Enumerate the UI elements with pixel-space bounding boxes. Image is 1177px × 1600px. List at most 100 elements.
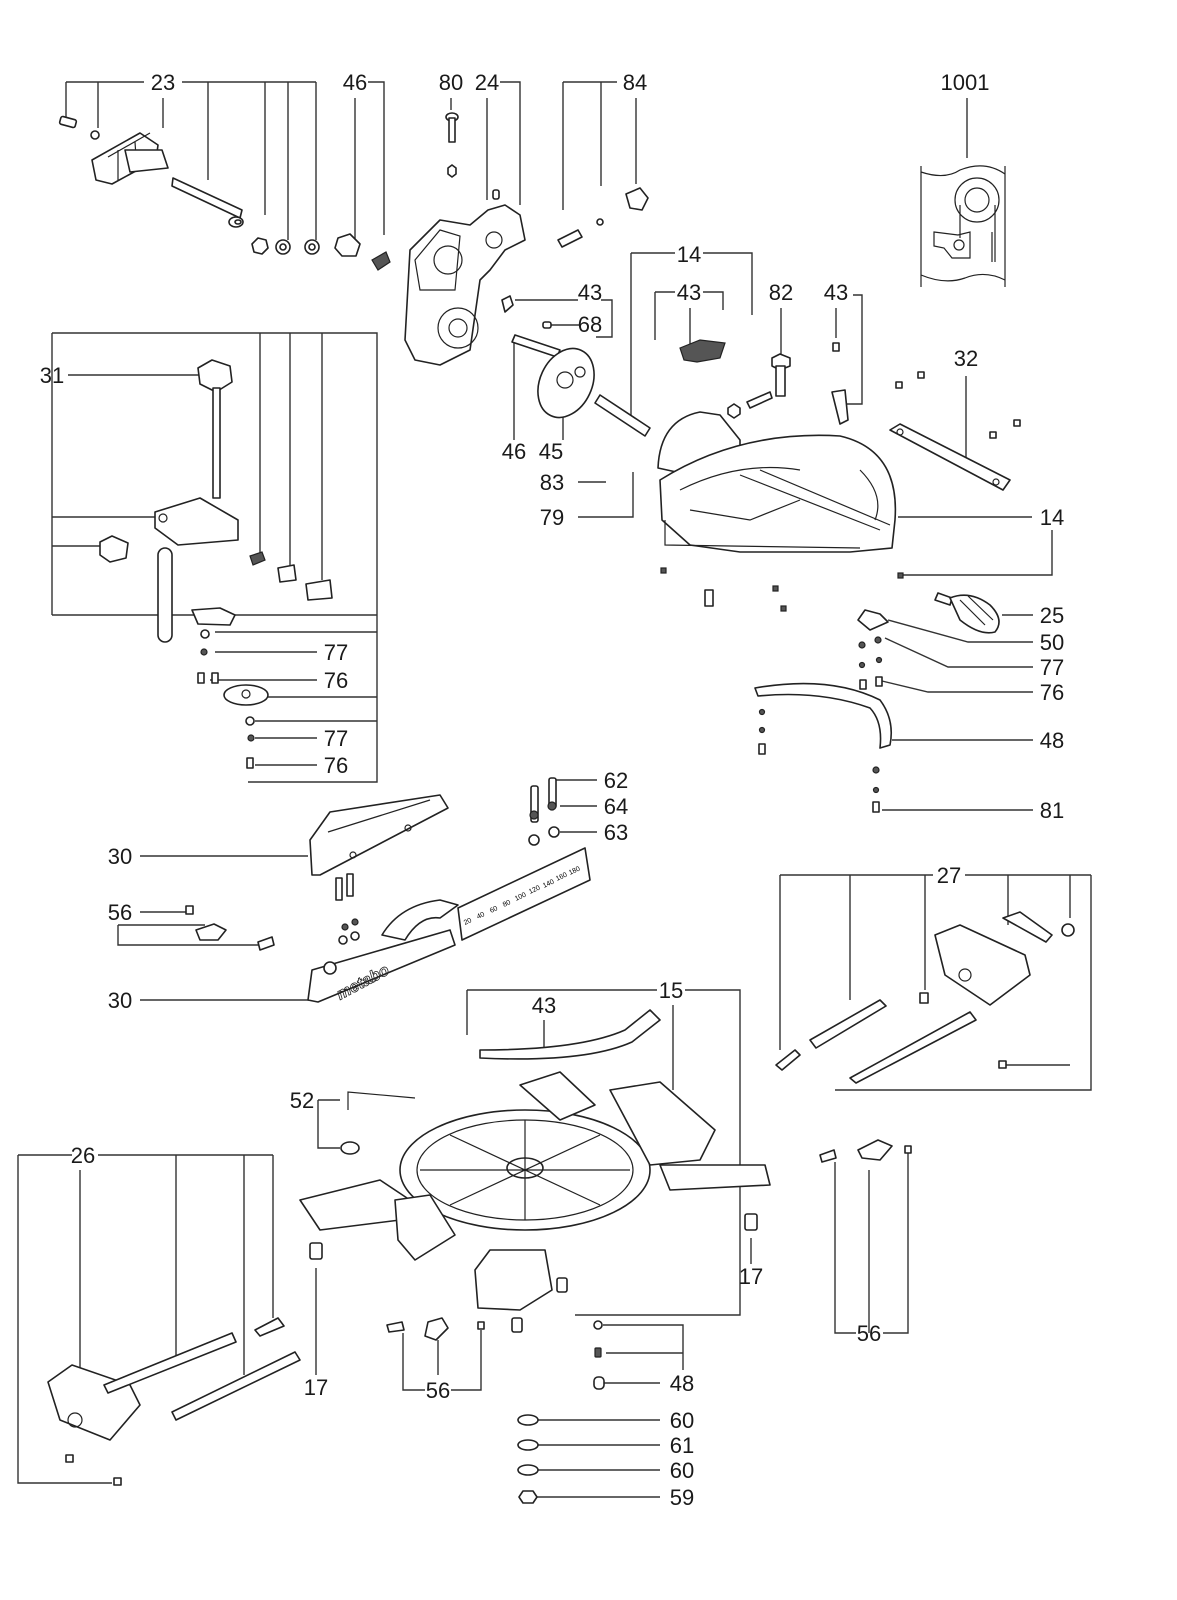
- handle-assembly-part: [58, 115, 320, 255]
- callout-76: 76: [324, 668, 348, 693]
- washer-part: [517, 1464, 539, 1476]
- callout-56: 56: [857, 1321, 881, 1346]
- screw-part: [477, 1321, 485, 1330]
- knob-part: [334, 233, 361, 257]
- callout-68: 68: [578, 312, 602, 337]
- callout-32: 32: [954, 346, 978, 371]
- clip-part: [501, 295, 514, 313]
- callout-48: 48: [1040, 728, 1064, 753]
- base-turntable-part: [299, 1071, 771, 1311]
- stop-plate-part: [857, 609, 889, 631]
- fence-screws-part: [528, 777, 560, 846]
- latch-part: [831, 342, 849, 425]
- callout-80: 80: [439, 70, 463, 95]
- scale-number: 160: [555, 871, 569, 882]
- scale-number: 20: [463, 917, 473, 927]
- callout-50: 50: [1040, 630, 1064, 655]
- callout-45: 45: [539, 439, 563, 464]
- callout-76: 76: [1040, 680, 1064, 705]
- leader-lines: [17, 81, 1092, 1498]
- pin-part: [257, 936, 275, 951]
- callout-77: 77: [324, 640, 348, 665]
- callout-15: 15: [659, 978, 683, 1003]
- callout-43: 43: [824, 280, 848, 305]
- bolt-part: [445, 112, 500, 200]
- callout-17: 17: [739, 1264, 763, 1289]
- washer-part: [517, 1439, 539, 1451]
- bolt-82-part: [727, 353, 791, 419]
- callout-30: 30: [108, 844, 132, 869]
- slide-rail-part: [889, 371, 1021, 491]
- callout-59: 59: [670, 1485, 694, 1510]
- callout-77: 77: [324, 726, 348, 751]
- callout-60: 60: [670, 1458, 694, 1483]
- callout-63: 63: [604, 820, 628, 845]
- callout-79: 79: [540, 505, 564, 530]
- parts-artwork: 20 40 60 80 100 120 140 160 180 metabo: [47, 112, 1075, 1504]
- clamp-assembly-part: [99, 359, 333, 769]
- scale-number: 40: [476, 911, 486, 921]
- pin-part: [557, 187, 649, 248]
- callout-46: 46: [343, 70, 367, 95]
- callout-61: 61: [670, 1433, 694, 1458]
- callout-25: 25: [1040, 603, 1064, 628]
- grommet-part: [340, 1141, 360, 1155]
- callout-83: 83: [540, 470, 564, 495]
- miter-scale-part: [479, 1009, 661, 1060]
- callout-56: 56: [108, 900, 132, 925]
- foot-part: [511, 1317, 523, 1333]
- callout-30: 30: [108, 988, 132, 1013]
- pivot-pin-part: [594, 394, 651, 437]
- scale-number: 140: [542, 878, 556, 889]
- foot-part: [556, 1277, 568, 1293]
- callout-43: 43: [532, 993, 556, 1018]
- callout-77: 77: [1040, 655, 1064, 680]
- lever-part: [857, 1139, 893, 1161]
- disc-part: [537, 347, 595, 419]
- callout-56: 56: [426, 1378, 450, 1403]
- fence-upper-part: [309, 794, 449, 945]
- upper-guard-part: [657, 411, 897, 553]
- callout-43: 43: [578, 280, 602, 305]
- grip-handle-part: [934, 592, 1000, 634]
- callout-46: 46: [502, 439, 526, 464]
- callout-26: 26: [71, 1143, 95, 1168]
- callout-17: 17: [304, 1375, 328, 1400]
- shaft-part: [511, 334, 561, 358]
- callout-62: 62: [604, 768, 628, 793]
- scale-number: 120: [528, 884, 542, 895]
- callout-76: 76: [324, 753, 348, 778]
- callout-24: 24: [475, 70, 499, 95]
- screw-part: [904, 1145, 912, 1154]
- foot-part: [744, 1213, 758, 1231]
- scale-number: 60: [489, 905, 499, 915]
- foot-part: [309, 1242, 323, 1260]
- scale-number: 100: [514, 891, 528, 902]
- washer-part: [517, 1414, 539, 1426]
- fence-lower-part: 20 40 60 80 100 120 140 160 180 metabo: [307, 847, 591, 1004]
- callout-48: 48: [670, 1371, 694, 1396]
- extension-right-part: [775, 911, 1075, 1084]
- pin-part: [819, 1149, 837, 1163]
- callout-27: 27: [937, 863, 961, 888]
- callout-52: 52: [290, 1088, 314, 1113]
- scale-number: 80: [502, 899, 512, 909]
- screw-part: [185, 905, 194, 915]
- callout-84: 84: [623, 70, 647, 95]
- callout-60: 60: [670, 1408, 694, 1433]
- nut-part: [518, 1490, 538, 1504]
- callout-23: 23: [151, 70, 175, 95]
- degree-scale: 20 40 60 80 100 120 140 160 180: [463, 865, 582, 926]
- arm-housing-part: [404, 204, 526, 366]
- callout-1001: 1001: [941, 70, 990, 95]
- wiring-diagram-part: [920, 165, 1006, 287]
- detent-arc-part: [754, 682, 893, 749]
- callout-82: 82: [769, 280, 793, 305]
- scale-number: 180: [568, 865, 582, 876]
- callout-31: 31: [40, 363, 64, 388]
- hex-key-part: [347, 1091, 416, 1110]
- callout-43: 43: [677, 280, 701, 305]
- screw-part: [542, 321, 552, 329]
- callout-64: 64: [604, 794, 628, 819]
